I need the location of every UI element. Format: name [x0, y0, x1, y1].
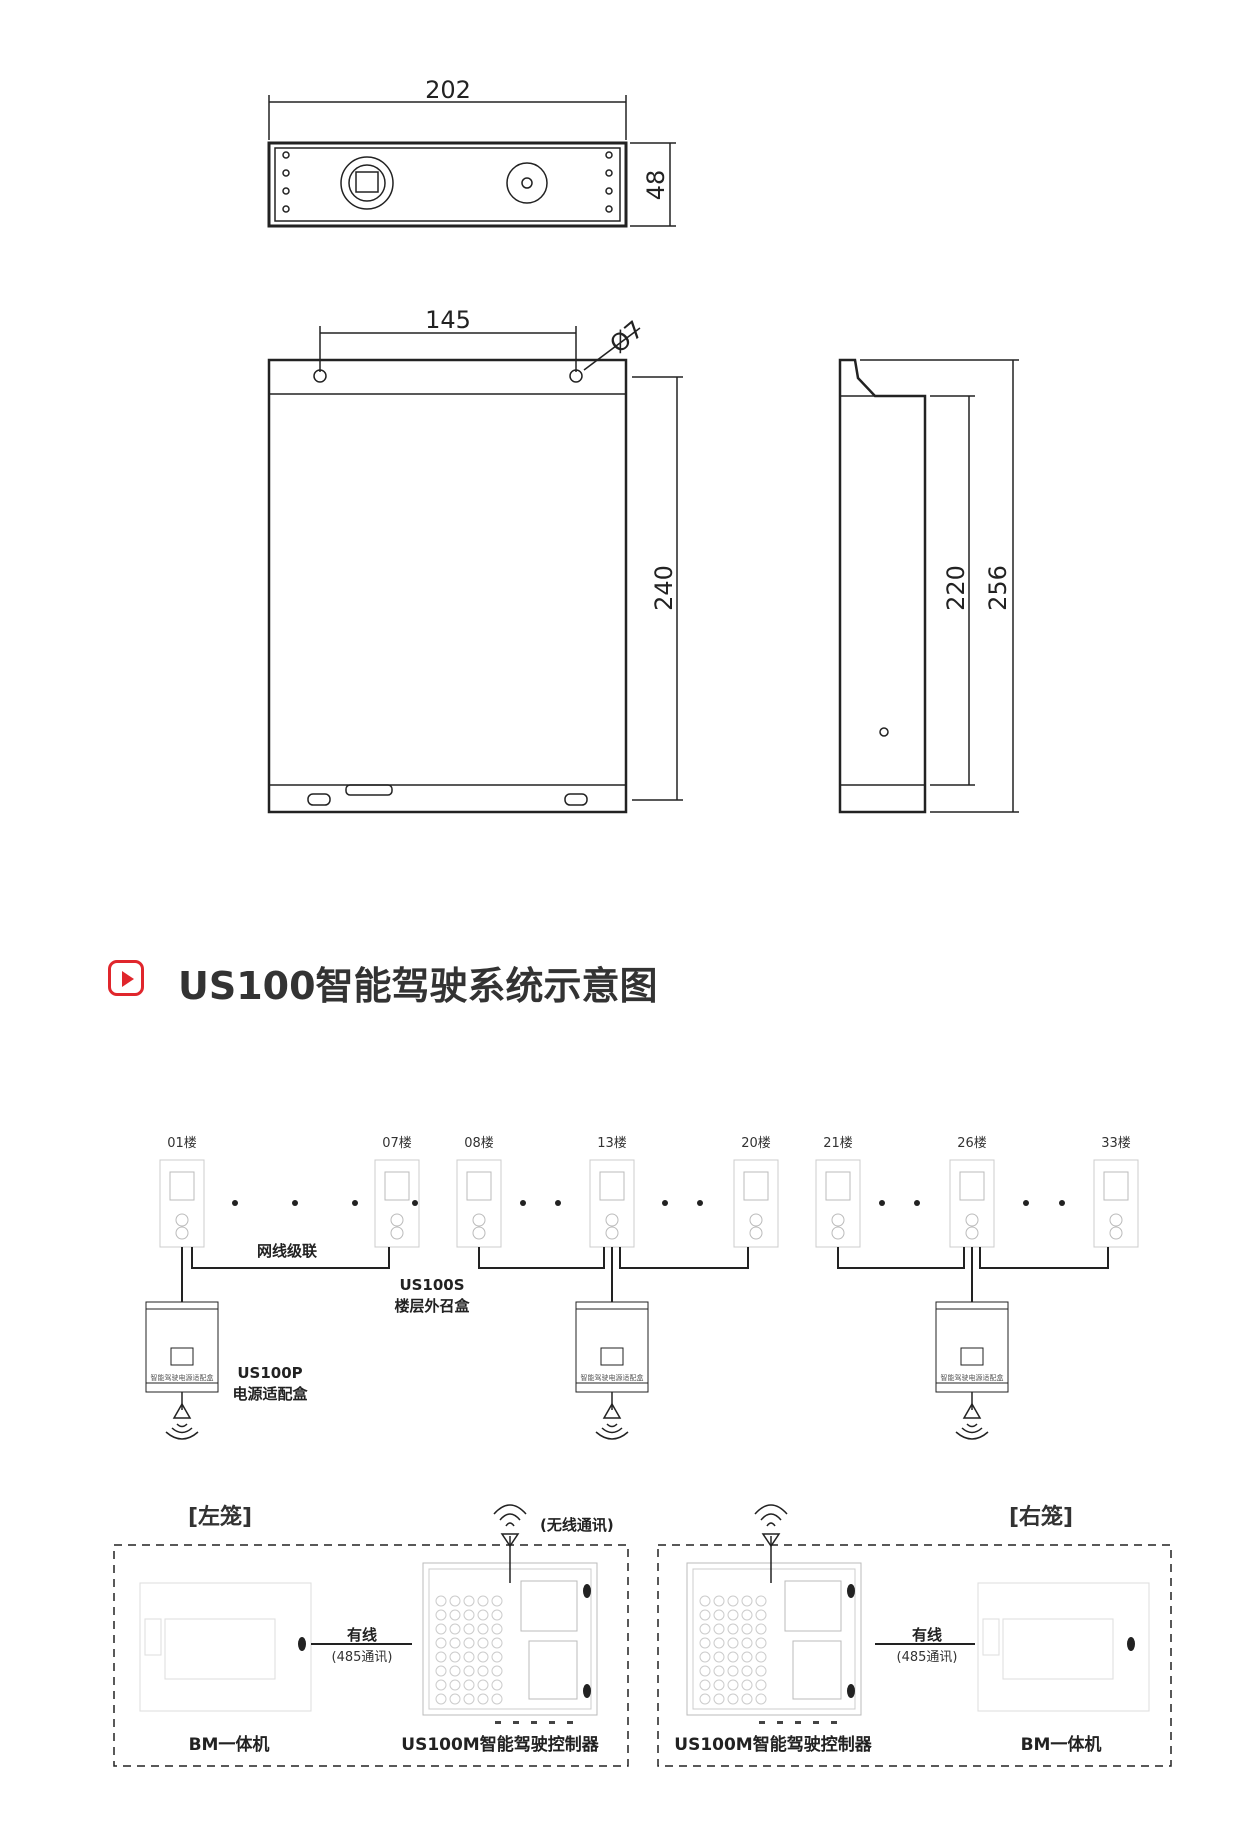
floor-call-box: 26楼 — [949, 1136, 995, 1248]
power-box-text: 智能驾驶电源适配盒 — [581, 1373, 644, 1382]
antenna-icon — [602, 1402, 622, 1419]
floor-call-box: 07楼 — [374, 1136, 420, 1248]
power-adapter-box: 智能驾驶电源适配盒 — [935, 1301, 1009, 1440]
floor-label: 01楼 — [167, 1136, 197, 1151]
ellipsis-dot — [662, 1200, 668, 1206]
us100m-controller — [422, 1562, 598, 1724]
power-box-text: 智能驾驶电源适配盒 — [151, 1373, 214, 1382]
floor-label: 08楼 — [464, 1136, 494, 1151]
ellipsis-dot — [352, 1200, 358, 1206]
wireless-signal-icon — [165, 1423, 199, 1440]
ellipsis-dot — [520, 1200, 526, 1206]
dim-side-outer: 256 — [984, 565, 1012, 611]
dim-top-height: 48 — [642, 170, 670, 201]
antenna-icon — [754, 1504, 788, 1583]
floor-call-box: 08楼 — [456, 1136, 502, 1248]
right-wired-label: 有线 — [912, 1626, 942, 1644]
wireless-label: (无线通讯) — [540, 1516, 614, 1534]
ellipsis-dot — [914, 1200, 920, 1206]
antenna-icon — [493, 1504, 527, 1583]
wireless-signal-icon — [754, 1504, 788, 1527]
us100m-controller — [686, 1562, 862, 1724]
cascade-wires — [181, 1247, 1109, 1302]
right-cabin-title: [右笼] — [1009, 1504, 1073, 1530]
top-view: 202 48 — [267, 76, 676, 228]
power-adapter-boxes: 智能驾驶电源适配盒 智能驾驶电源适配盒 智能驾驶电源适配盒 — [145, 1301, 1009, 1440]
left-controller-label: US100M智能驾驶控制器 — [401, 1734, 599, 1755]
dim-side-inner: 220 — [942, 565, 970, 611]
ellipsis-dot — [555, 1200, 561, 1206]
left-bm-label: BM一体机 — [189, 1734, 270, 1755]
floor-label: 33楼 — [1101, 1136, 1131, 1151]
us100s-name: 楼层外召盒 — [394, 1297, 470, 1315]
dim-hole-spacing: 145 — [425, 306, 471, 334]
us100s-model: US100S — [399, 1276, 464, 1294]
power-adapter-box: 智能驾驶电源适配盒 — [145, 1301, 219, 1440]
left-wired-sub: (485通讯) — [332, 1650, 393, 1665]
dim-front-height: 240 — [650, 565, 678, 611]
play-icon — [108, 960, 144, 996]
floor-call-box: 13楼 — [589, 1136, 635, 1248]
bm-unit — [977, 1582, 1150, 1712]
ellipsis-dot — [1023, 1200, 1029, 1206]
floor-call-boxes: 01楼 07楼 08楼 13楼 20楼 21楼 26楼 33楼 — [159, 1136, 1139, 1248]
us100p-model: US100P — [237, 1364, 302, 1382]
side-view: 220 256 — [838, 358, 1019, 814]
right-wired-sub: (485通讯) — [897, 1650, 958, 1665]
floor-call-box: 20楼 — [733, 1136, 779, 1248]
power-adapter-box: 智能驾驶电源适配盒 — [575, 1301, 649, 1440]
cascade-label: 网线级联 — [257, 1242, 318, 1260]
ellipsis-dot — [697, 1200, 703, 1206]
floor-call-box: 33楼 — [1093, 1136, 1139, 1248]
wireless-signal-icon — [493, 1504, 527, 1527]
right-cabin-frame — [657, 1544, 1172, 1767]
us100p-name: 电源适配盒 — [232, 1385, 308, 1403]
right-controller-label: US100M智能驾驶控制器 — [674, 1734, 872, 1755]
right-bm-label: BM一体机 — [1021, 1734, 1102, 1755]
left-cabin-frame — [113, 1544, 629, 1767]
dim-top-width: 202 — [425, 76, 471, 104]
ellipsis-dot — [1059, 1200, 1065, 1206]
wireless-signal-icon — [955, 1423, 989, 1440]
section-title: US100智能驾驶系统示意图 — [178, 964, 658, 1008]
antenna-icon — [962, 1402, 982, 1419]
bm-unit — [139, 1582, 312, 1712]
ellipsis-dot — [879, 1200, 885, 1206]
ellipsis-dot — [292, 1200, 298, 1206]
power-box-text: 智能驾驶电源适配盒 — [941, 1373, 1004, 1382]
floor-call-box: 21楼 — [815, 1136, 861, 1248]
antenna-icon — [172, 1402, 192, 1419]
floor-label: 07楼 — [382, 1136, 412, 1151]
left-cabin-title: [左笼] — [188, 1504, 252, 1530]
floor-call-box: 01楼 — [159, 1136, 205, 1248]
ellipsis-dot — [232, 1200, 238, 1206]
front-view: 145 Ø7 240 — [267, 306, 683, 814]
ellipsis-dot — [412, 1200, 418, 1206]
wireless-signal-icon — [595, 1423, 629, 1440]
left-wired-label: 有线 — [347, 1626, 377, 1644]
floor-label: 13楼 — [597, 1136, 627, 1151]
floor-label: 21楼 — [823, 1136, 853, 1151]
floor-label: 20楼 — [741, 1136, 771, 1151]
dim-hole-dia: Ø7 — [605, 315, 649, 358]
floor-label: 26楼 — [957, 1136, 987, 1151]
